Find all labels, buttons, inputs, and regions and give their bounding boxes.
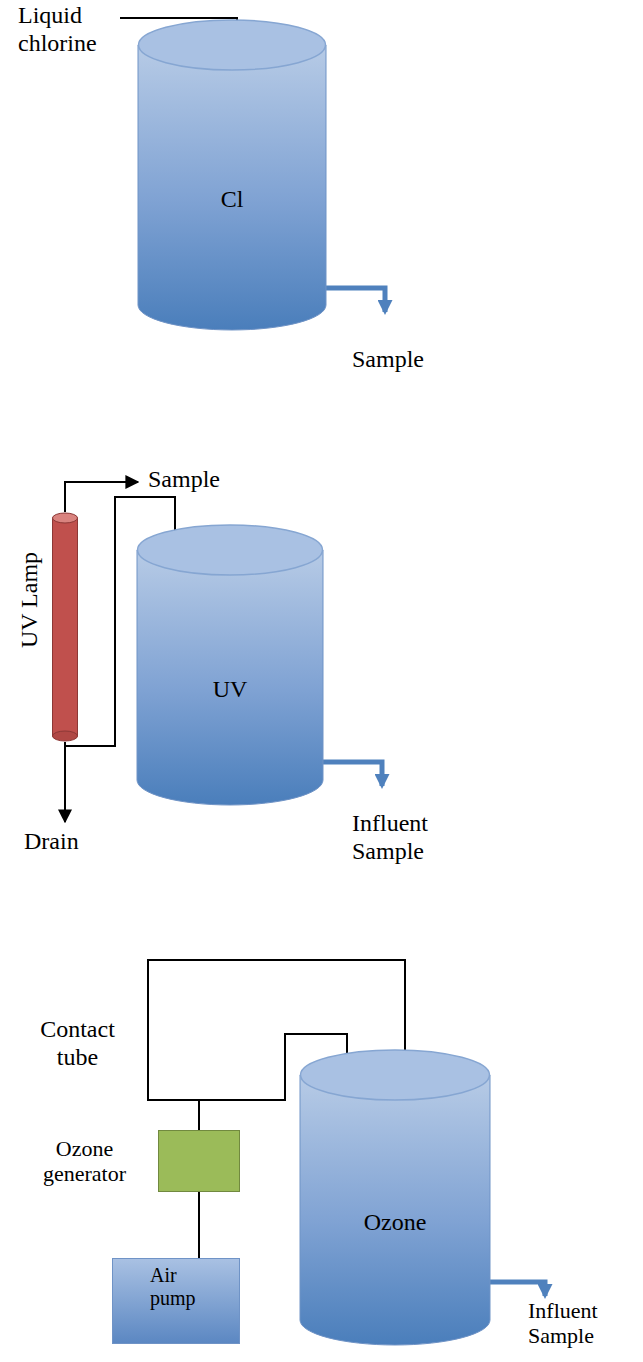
lamp-label: UV Lamp bbox=[16, 552, 44, 648]
generator-box bbox=[159, 1131, 240, 1192]
tank-top bbox=[139, 20, 326, 70]
drain-arrow bbox=[64, 742, 66, 822]
ozone-tank-outline bbox=[300, 1050, 490, 1345]
drain-label: Drain bbox=[24, 828, 124, 856]
outlet-spout bbox=[321, 762, 382, 786]
pump-box bbox=[113, 1259, 240, 1344]
tank-top bbox=[138, 525, 323, 575]
outlet-spout bbox=[488, 1282, 545, 1296]
ozone-generator: Ozone generator bbox=[158, 1130, 240, 1192]
chlorine-tank-outline bbox=[138, 20, 326, 330]
lamp-cap bbox=[53, 731, 78, 741]
uv-lamp-outline bbox=[52, 512, 78, 742]
tube-label: Contact tube bbox=[20, 1016, 135, 1071]
pipe-connector bbox=[198, 1192, 200, 1258]
pump-label: Air pump bbox=[150, 1264, 196, 1310]
tank-body bbox=[137, 550, 323, 805]
tank-body bbox=[300, 1075, 490, 1345]
chemical-feed-label: Liquid chlorine bbox=[18, 2, 130, 57]
tank-top bbox=[301, 1050, 490, 1100]
generator-label: Ozone generator bbox=[17, 1136, 152, 1187]
outlet-label: Sample bbox=[148, 466, 268, 494]
air-pump: Air pump bbox=[112, 1258, 240, 1344]
chlorine-tank: Cl bbox=[138, 20, 326, 330]
influent-label: Influent Sample bbox=[528, 1298, 640, 1349]
lamp-cap bbox=[53, 513, 78, 523]
uv-lamp: UV Lamp bbox=[52, 512, 78, 742]
lamp-tube bbox=[53, 518, 78, 736]
uv-tank-outline bbox=[137, 525, 323, 805]
tank-label: Ozone bbox=[364, 1209, 427, 1237]
outlet-label: Sample bbox=[352, 346, 472, 374]
ozone-generator-outline bbox=[158, 1130, 240, 1192]
outlet-spout bbox=[324, 288, 385, 312]
uv-tank: UV bbox=[137, 525, 323, 805]
ozone-tank: Ozone bbox=[300, 1050, 490, 1345]
tank-label: Cl bbox=[221, 186, 244, 214]
influent-label: Influent Sample bbox=[352, 810, 472, 865]
tank-label: UV bbox=[213, 676, 248, 704]
tank-body bbox=[138, 45, 326, 330]
